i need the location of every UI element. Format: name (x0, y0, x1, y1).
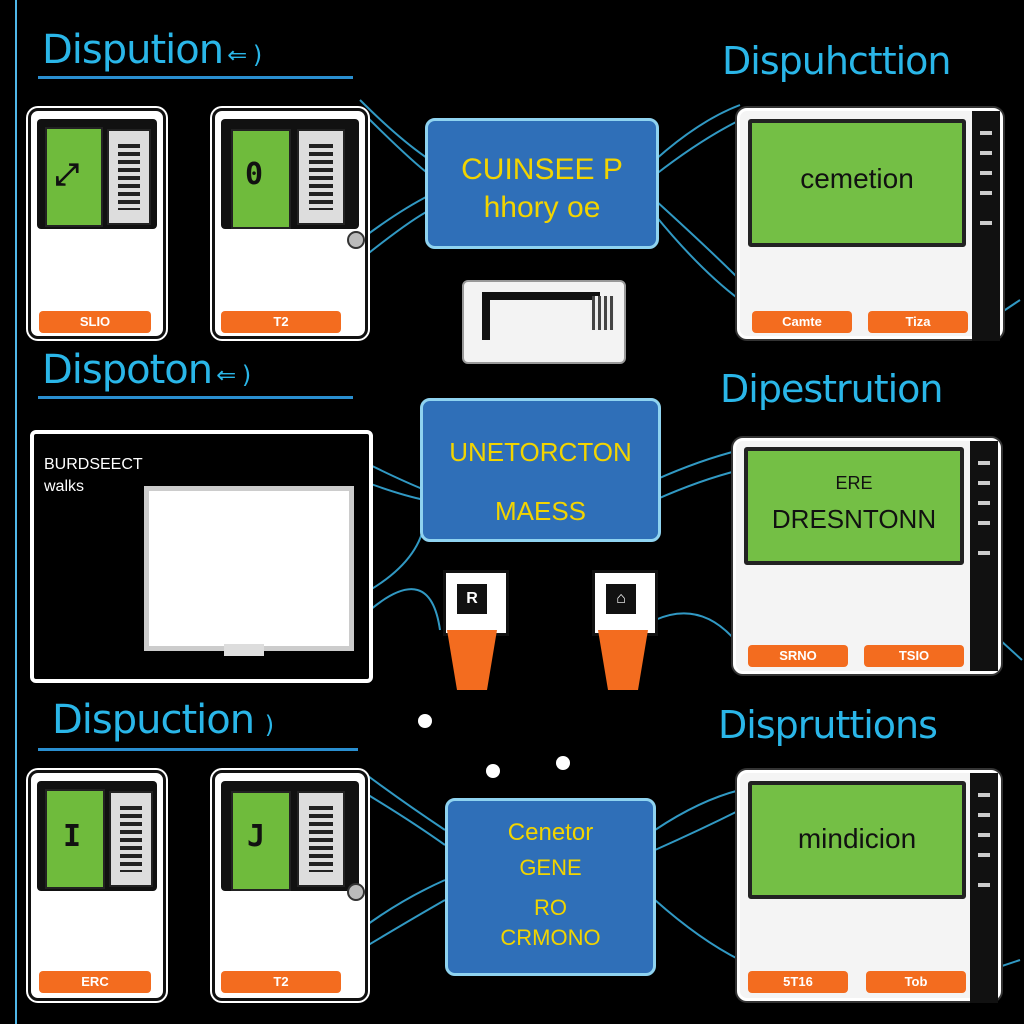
phone-right[interactable]: ⌂ (592, 570, 672, 690)
device-glyph: ⤢ (55, 157, 79, 192)
panel-middle[interactable]: ERE DRESNTONN SRNO TSIO (733, 438, 1001, 674)
device-button[interactable]: T2 (221, 311, 341, 333)
panel-bottom[interactable]: mindicion 5T16 Tob (737, 770, 1001, 1003)
hub-top[interactable]: CUINSEE P hhory oe (425, 118, 659, 249)
device-knob[interactable] (347, 231, 365, 249)
heading-bottom-left: Dispuction ) (52, 697, 274, 743)
panel-button[interactable]: 5T16 (748, 971, 848, 993)
device-glyph: I (63, 819, 82, 854)
device-button[interactable]: T2 (221, 971, 341, 993)
hub-middle[interactable]: UNETORCTON MAESS (420, 398, 661, 542)
heading-mid-right: Dipestrution (720, 367, 944, 411)
monitor-stand (224, 644, 264, 656)
panel-top[interactable]: cemetion Camte Tiza (737, 108, 1003, 341)
device-bottom-left[interactable]: I ERC (28, 770, 166, 1001)
heading-mid-left: Dispoton⇐ ) (42, 347, 251, 393)
panel-button[interactable]: Tiza (868, 311, 968, 333)
panel-display: cemetion (748, 119, 966, 247)
device-bottom-mid[interactable]: J T2 (212, 770, 368, 1001)
left-rule (15, 0, 17, 1024)
panel-button[interactable]: Camte (752, 311, 852, 333)
device-top-mid[interactable]: 0 T2 (212, 108, 368, 339)
panel-display: mindicion (748, 781, 966, 899)
device-button[interactable]: SLIO (39, 311, 151, 333)
heading-top-left: Dispution⇐ ) (42, 27, 262, 73)
panel-button[interactable]: SRNO (748, 645, 848, 667)
heading-bottom-right: Dispruttions (718, 703, 938, 747)
monitor-frame[interactable]: BURDSEECT walks (30, 430, 373, 683)
device-knob[interactable] (347, 883, 365, 901)
panel-button[interactable]: TSIO (864, 645, 964, 667)
heading-underline (38, 748, 358, 751)
device-glyph: J (247, 819, 266, 854)
heading-top-right: Dispuhcttion (722, 39, 951, 83)
panel-display: ERE DRESNTONN (744, 447, 964, 565)
monitor-screen (144, 486, 354, 651)
device-glyph: 0 (245, 157, 264, 192)
dot (556, 756, 570, 770)
dot (486, 764, 500, 778)
device-button[interactable]: ERC (39, 971, 151, 993)
tray-icon (462, 280, 626, 364)
dot (418, 714, 432, 728)
hub-bottom[interactable]: Cenetor GENE RO CRMONO (445, 798, 656, 976)
heading-underline (38, 396, 353, 399)
heading-underline (38, 76, 353, 79)
phone-left[interactable]: R (435, 570, 515, 690)
panel-button[interactable]: Tob (866, 971, 966, 993)
monitor-text: BURDSEECT walks (44, 456, 143, 495)
device-top-left[interactable]: ⤢ SLIO (28, 108, 166, 339)
